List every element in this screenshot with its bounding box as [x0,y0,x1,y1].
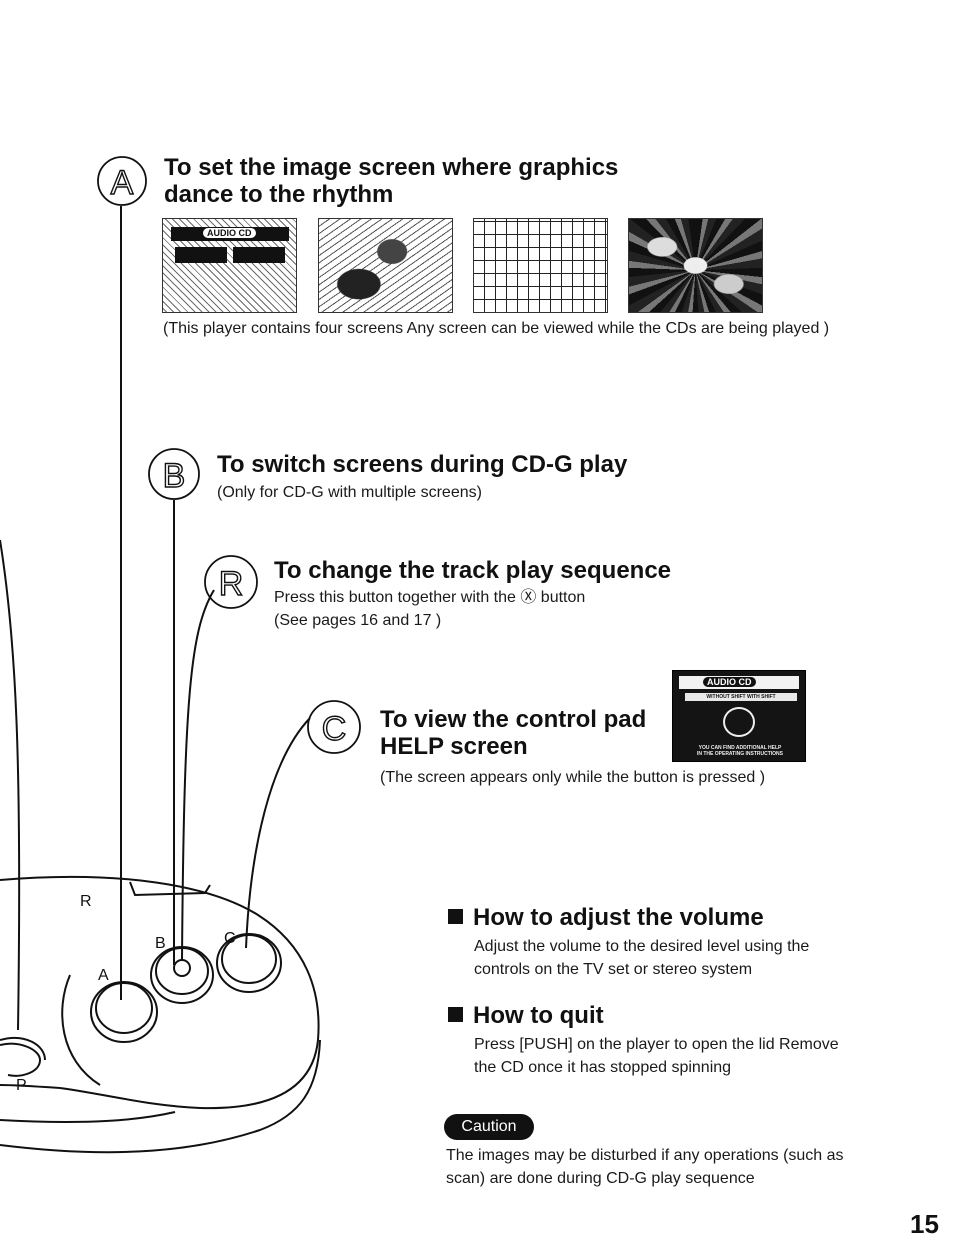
circle-b-letter: B [163,457,186,495]
section-a-title: To set the image screen where graphics d… [164,154,618,209]
circle-b-icon [148,448,200,500]
screen-thumbnail-3 [473,218,608,313]
help-footer-line1: YOU CAN FIND ADDITIONAL HELP [698,745,782,751]
section-r-desc-line2: (See pages 16 and 17 ) [274,611,442,629]
circle-r-letter: R [219,565,244,603]
quit-desc-line1: Press [PUSH] on the player to open the l… [474,1036,839,1053]
section-r-title: To change the track play sequence [274,557,672,584]
screen-thumbnail-1: AUDIO CD [162,218,297,313]
section-a-title-line2: dance to the rhythm [164,181,394,209]
quit-desc: Press [PUSH] on the player to open the l… [474,1034,839,1079]
section-c-desc: (The screen appears only while the butto… [380,769,766,786]
page-number: 15 [910,1209,939,1239]
quit-heading: How to quit [448,1002,604,1029]
caution-badge: Caution [444,1114,534,1140]
section-r-desc-line1: Press this button together with the Ⓧ bu… [274,589,586,606]
caution-text-line2: scan) are done during CD-G play sequence [446,1169,755,1187]
thumbnail-audio-cd-badge: AUDIO CD [203,228,256,238]
volume-desc-line1: Adjust the volume to the desired level u… [474,938,810,955]
circle-r-icon [204,555,258,609]
circle-c-icon [307,700,361,754]
controller-label-r: R [80,893,92,910]
section-b-desc: (Only for CD-G with multiple screens) [217,484,482,501]
section-r-desc: Press this button together with the Ⓧ bu… [274,587,585,632]
controller-label-b: B [155,935,166,952]
section-a-title-line1: To set the image screen where graphics [164,154,619,181]
leader-line-r [181,589,215,961]
section-c-title-line1: To view the control pad [380,706,647,733]
help-pad-icon [723,707,755,737]
quit-title: How to quit [473,1002,604,1029]
section-a-caption: (This player contains four screens Any s… [163,320,830,337]
section-b-title: To switch screens during CD-G play [217,451,628,478]
quit-desc-line2: the CD once it has stopped spinning [474,1058,732,1076]
help-footer: YOU CAN FIND ADDITIONAL HELP IN THE OPER… [679,745,801,757]
square-bullet-icon [448,1007,463,1022]
volume-title: How to adjust the volume [473,904,764,931]
circle-a-icon [97,156,147,206]
volume-desc-line2: controls on the TV set or stereo system [474,960,753,978]
caution-text-line1: The images may be disturbed if any opera… [446,1147,844,1164]
volume-desc: Adjust the volume to the desired level u… [474,936,809,981]
controller-label-c: C [224,930,236,947]
caution-text: The images may be disturbed if any opera… [446,1145,844,1190]
controller-label-p: P [16,1077,27,1094]
square-bullet-icon [448,909,463,924]
controller-label-a: A [98,967,109,984]
screen-thumbnail-4 [628,218,763,313]
section-c-title: To view the control pad HELP screen [380,706,646,761]
section-c-title-line2: HELP screen [380,733,528,761]
help-audio-cd-badge: AUDIO CD [703,677,756,687]
leader-line-c [245,717,311,949]
help-screen-thumbnail: AUDIO CD WITHOUT SHIFT WITH SHIFT YOU CA… [672,670,806,762]
circle-a-letter: A [111,164,134,202]
volume-heading: How to adjust the volume [448,904,764,931]
help-footer-line2: IN THE OPERATING INSTRUCTIONS [696,751,784,757]
help-shift-bar: WITHOUT SHIFT WITH SHIFT [685,693,797,701]
screen-thumbnail-2 [318,218,453,313]
circle-c-letter: C [322,710,347,748]
